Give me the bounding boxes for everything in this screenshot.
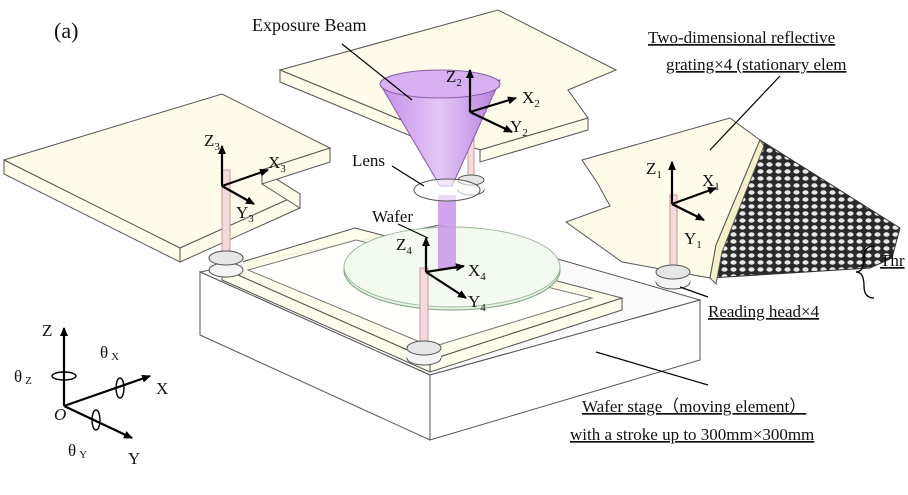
stage-label-1: Wafer stage（moving element） xyxy=(582,397,806,416)
global-y-label: Y xyxy=(128,449,140,468)
frame4-y: Y4 xyxy=(468,292,486,314)
frame1-y: Y1 xyxy=(684,229,702,251)
global-x-label: X xyxy=(156,379,168,398)
frame-arrows xyxy=(218,69,717,299)
frame3-y: Y3 xyxy=(236,203,254,225)
wafer-label: Wafer xyxy=(372,207,413,226)
cut-label: Thr xyxy=(880,251,905,270)
exposure-beam-label: Exposure Beam xyxy=(252,15,366,35)
lens-label: Lens xyxy=(352,151,385,170)
grating-label-1: Two-dimensional reflective xyxy=(648,28,835,47)
frame4-x: X4 xyxy=(468,261,486,283)
frame2-x: X2 xyxy=(522,88,540,110)
grating-label-2: grating×4 (stationary elem xyxy=(666,55,846,74)
global-axes xyxy=(51,327,151,439)
frame2-z: Z2 xyxy=(446,67,462,89)
brace xyxy=(855,245,875,299)
global-origin-label: O xyxy=(54,405,66,424)
reading-head-label: Reading head×4 xyxy=(708,302,820,321)
grating-plate-left xyxy=(2,93,332,263)
grating-plate-right xyxy=(564,117,901,286)
frame4-z: Z4 xyxy=(396,235,412,257)
frame1-z: Z1 xyxy=(646,159,662,181)
stage-label-2: with a stroke up to 300mm×300mm xyxy=(570,425,814,444)
frame3-z: Z3 xyxy=(204,131,220,153)
frame2-y: Y2 xyxy=(510,117,528,139)
lens xyxy=(413,178,481,202)
panel-label: (a) xyxy=(54,18,78,43)
frame3-x: X3 xyxy=(268,153,286,175)
frame1-x: X1 xyxy=(702,171,720,193)
global-z-label: Z xyxy=(42,321,52,340)
leader-lines xyxy=(341,43,781,386)
